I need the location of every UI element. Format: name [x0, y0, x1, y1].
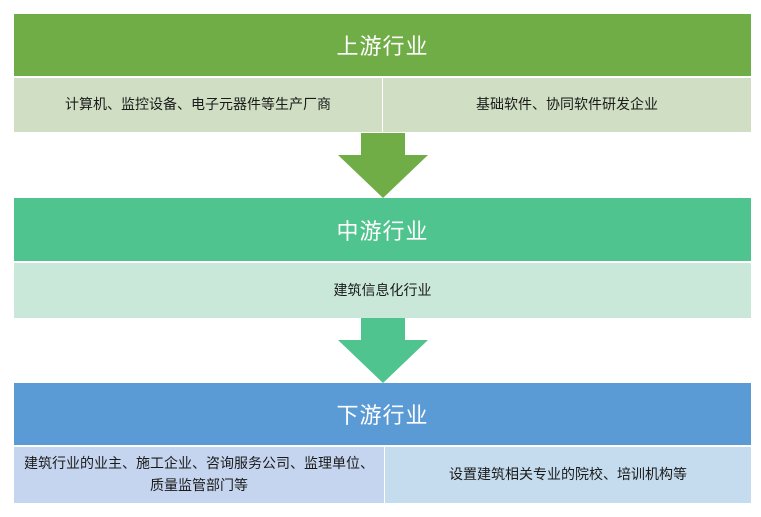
upstream-item-manufacturers: 计算机、监控设备、电子元器件等生产厂商 — [14, 78, 382, 132]
upstream-title: 上游行业 — [336, 35, 429, 60]
midstream-item-construction-it: 建筑信息化行业 — [14, 263, 751, 318]
downstream-title: 下游行业 — [336, 404, 429, 429]
upstream-items: 计算机、监控设备、电子元器件等生产厂商 基础软件、协同软件研发企业 — [14, 78, 751, 132]
midstream-title: 中游行业 — [336, 219, 429, 245]
downstream-item-construction-parties: 建筑行业的业主、施工企业、咨询服务公司、监理单位、质量监管部门等 — [14, 447, 384, 503]
downstream-item-schools-training: 设置建筑相关专业的院校、培训机构等 — [384, 447, 751, 503]
midstream-header: 中游行业 — [14, 198, 751, 261]
upstream-item-software-developers: 基础软件、协同软件研发企业 — [382, 78, 751, 132]
down-arrow-icon — [338, 318, 428, 383]
downstream-header: 下游行业 — [14, 383, 751, 445]
down-arrow-icon — [338, 133, 428, 198]
downstream-items: 建筑行业的业主、施工企业、咨询服务公司、监理单位、质量监管部门等 设置建筑相关专… — [14, 447, 751, 503]
upstream-header: 上游行业 — [14, 14, 751, 76]
midstream-items: 建筑信息化行业 — [14, 263, 751, 318]
